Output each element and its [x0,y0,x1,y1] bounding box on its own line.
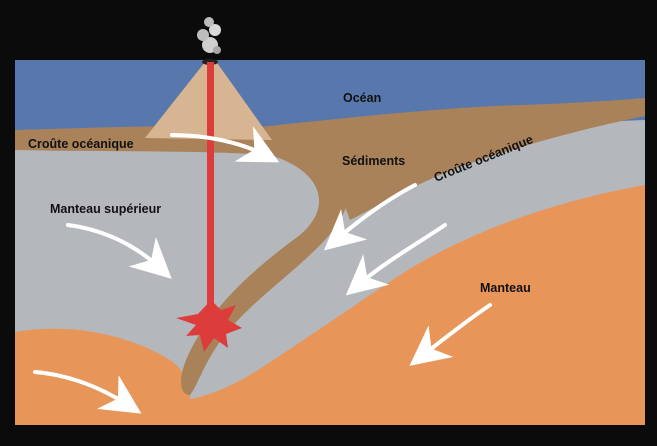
label-mantle: Manteau [480,281,531,295]
magma-conduit [207,62,214,318]
label-upper-mantle: Manteau supérieur [50,202,161,216]
label-ocean: Océan [343,91,381,105]
label-crust-left: Croûte océanique [28,137,134,151]
label-sediments: Sédiments [342,154,405,168]
